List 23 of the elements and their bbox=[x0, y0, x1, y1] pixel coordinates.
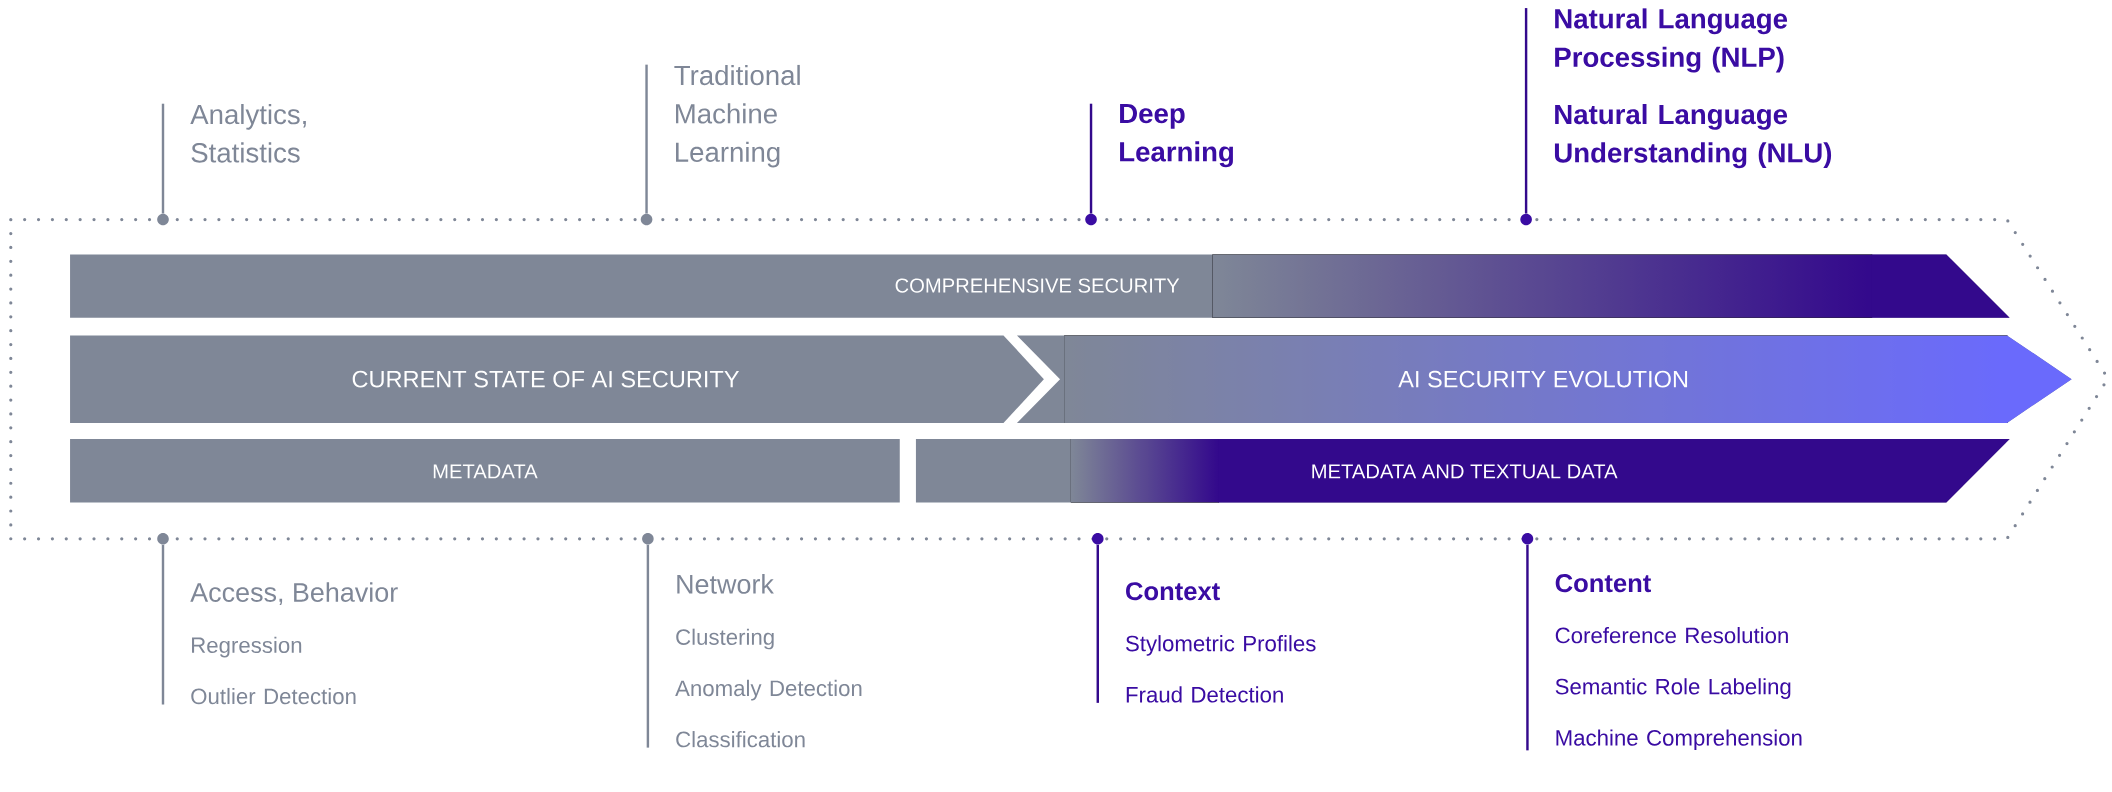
banner-bar: COMPREHENSIVE SECURITY bbox=[70, 254, 2010, 318]
banner-bar: METADATA AND TEXTUAL DATA bbox=[915, 439, 2010, 503]
banner-bar: AI SECURITY EVOLUTION bbox=[1016, 335, 2072, 423]
leader-line bbox=[161, 103, 165, 214]
leader-line bbox=[1526, 544, 1529, 751]
leader-line bbox=[161, 544, 165, 705]
text-label: Context Stylometric Profiles Fraud Detection bbox=[1126, 582, 1316, 703]
text-label: Content Coreference Resolution Semantic Role Labeling Machine Comprehension bbox=[1555, 574, 1802, 751]
text-label: Access, Behavior Regression Outlier Detection bbox=[190, 582, 398, 705]
leader-line bbox=[1089, 103, 1093, 214]
text-label: Analytics, Statistics bbox=[190, 104, 306, 163]
leader-line bbox=[645, 64, 648, 214]
leader-line bbox=[1524, 8, 1528, 214]
node-label: AI SECURITY EVOLUTION bbox=[1398, 370, 1688, 388]
text-label: Natural Language Processing (NLP) Natural Language Understanding (NLU) bbox=[1554, 8, 1832, 169]
leader-line bbox=[1096, 544, 1099, 703]
banner-bar: METADATA bbox=[70, 439, 900, 503]
text-label: Traditional Machine Learning bbox=[674, 64, 800, 168]
text-label: Network Clustering Anomaly Detection Classification bbox=[675, 574, 862, 748]
leader-line bbox=[646, 544, 650, 748]
text-label: Deep Learning bbox=[1120, 104, 1233, 168]
banner-bar: CURRENT STATE OF AI SECURITY bbox=[70, 335, 1044, 423]
node-label: CURRENT STATE OF AI SECURITY bbox=[352, 370, 740, 388]
